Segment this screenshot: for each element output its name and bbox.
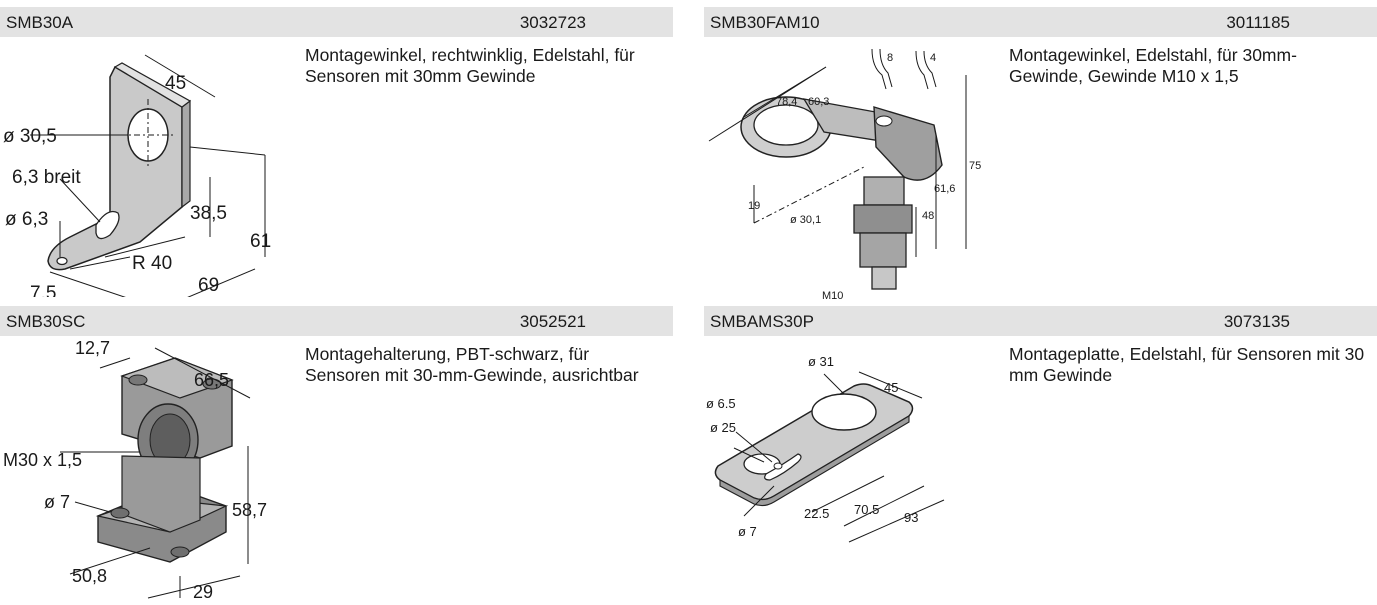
dim-label: M10 [822,290,843,302]
product-card-smbams30p: SMBAMS30P 3073135 Montageplatte, Edelsta… [704,306,1377,596]
product-name: SMBAMS30P [710,312,814,331]
plate-shape [714,383,914,501]
dim-label: ø 7 [44,492,70,512]
product-card-smb30a: SMB30A 3032723 Montagewinkel, rechtwinkl… [0,7,673,297]
product-description: Montageplatte, Edelstahl, für Sensoren m… [1009,344,1365,385]
dim-label: 93 [904,510,918,525]
product-drawing-smb30fam10: 78,4 60,3 8 4 75 61,6 48 19 ø 30,1 M10 [708,48,981,302]
product-description: Montagewinkel, Edelstahl, für 30mm-Gewin… [1009,45,1297,86]
dim-label: 61,6 [934,183,955,195]
product-name: SMB30A [6,13,74,32]
product-number: 3032723 [519,13,586,32]
slot [95,210,120,240]
product-description: Montagewinkel, rechtwinklig, Edelstahl, … [305,45,635,86]
dim-label: 8 [887,52,893,64]
product-number: 3011185 [1226,13,1290,32]
product-card-smb30fam10: SMB30FAM10 3011185 Montagewinkel, Edelst… [704,7,1377,302]
dim-label: 50,8 [72,566,107,586]
slot [764,453,802,481]
dim-label: 75 [969,160,981,172]
dim-label: ø 25 [710,420,736,435]
product-header: SMB30A 3032723 [0,7,673,37]
dim-label: 66,5 [194,370,229,390]
dim-label: 48 [922,210,934,222]
dim-label: ø 7 [738,524,757,539]
dim-label: ø 31 [808,354,834,369]
dim-label: 19 [748,200,760,212]
product-header: SMB30FAM10 3011185 [704,7,1377,37]
product-number: 3052521 [519,312,586,331]
product-header: SMB30SC 3052521 [0,306,673,336]
dim-label: M30 x 1,5 [3,450,82,470]
dim-label: 4 [930,52,936,64]
dim-label: 78,4 [776,96,797,108]
dim-label: R 40 [132,253,172,274]
large-hole [811,393,877,431]
product-number: 3073135 [1223,312,1290,331]
dim-label: ø 30,1 [790,214,821,226]
dim-label: 61 [250,231,271,252]
dim-label: 6,3 breit [12,167,81,188]
product-drawing-smb30a: 45 ø 30,5 6,3 breit ø 6,3 38,5 61 R 40 7… [3,54,271,297]
product-drawing-smbams30p: ø 31 45 ø 6.5 ø 25 ø 7 22.5 70.5 93 [706,354,945,543]
dim-label: 12,7 [75,338,110,358]
dim-label: 45 [165,73,186,94]
product-card-smb30sc: SMB30SC 3052521 Montagehalterung, PBT-sc… [0,306,673,604]
dim-label: 60,3 [808,96,829,108]
dim-label: ø 6.5 [706,396,736,411]
product-name: SMB30FAM10 [710,13,820,32]
product-header: SMBAMS30P 3073135 [704,306,1377,336]
product-description: Montagehalterung, PBT-schwarz, für Senso… [305,344,639,385]
dim-label: 22.5 [804,506,829,521]
dim-label: 7,5 [30,283,56,297]
dim-label: 70.5 [854,502,879,517]
dim-label: 45 [884,380,898,395]
dim-label: 29 [193,582,213,602]
dim-label: ø 6,3 [5,209,48,230]
dim-label: 38,5 [190,203,227,224]
dim-label: 69 [198,275,219,296]
product-name: SMB30SC [6,312,86,331]
product-drawing-smb30sc: 12,7 66,5 M30 x 1,5 ø 7 58,7 50,8 29 [3,338,267,602]
thread-shape [871,266,897,290]
dim-label: ø 30,5 [3,126,57,147]
dim-label: 58,7 [232,500,267,520]
